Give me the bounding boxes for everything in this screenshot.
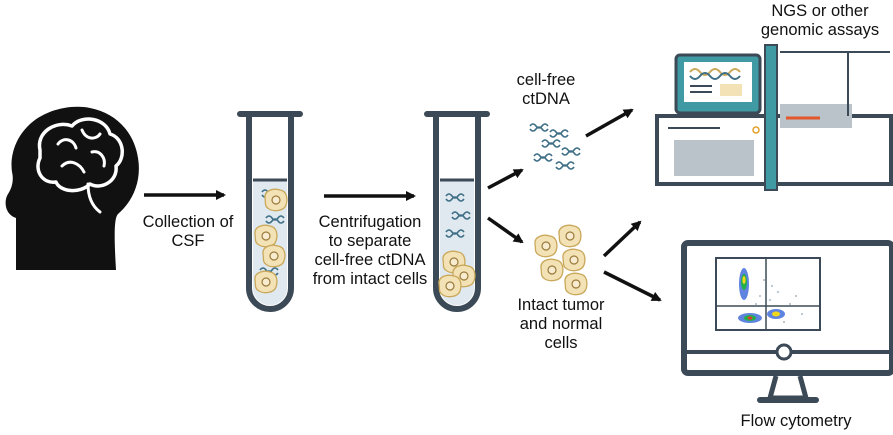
dna-fragment-icon bbox=[529, 123, 581, 170]
label-flow: Flow cytometry bbox=[726, 412, 866, 431]
label-line: from intact cells bbox=[312, 270, 428, 288]
label-intact: Intact tumor and normal cells bbox=[506, 296, 616, 353]
cell-icon bbox=[534, 224, 588, 296]
arrow-to-cellfree bbox=[487, 168, 524, 190]
flow-plot-dots bbox=[738, 268, 803, 323]
arrow-icon bbox=[144, 108, 662, 302]
label-line: CSF bbox=[171, 232, 205, 250]
label-line: NGS or other bbox=[771, 2, 869, 20]
label-line: cell-free bbox=[516, 71, 576, 89]
label-line: cells bbox=[544, 334, 578, 352]
arrow-to-ngs bbox=[585, 108, 634, 138]
test-tube-icon bbox=[237, 111, 303, 312]
head-brain-icon bbox=[5, 106, 139, 270]
label-line: Centrifugation bbox=[318, 213, 422, 231]
label-centrifugation: Centrifugation to separate cell-free ctD… bbox=[304, 213, 436, 289]
label-line: ctDNA bbox=[522, 90, 570, 108]
label-ngs: NGS or other genomic assays bbox=[752, 2, 888, 40]
arrow-to-intact bbox=[486, 216, 524, 244]
label-cellfree: cell-free ctDNA bbox=[508, 71, 584, 109]
label-collection: Collection of CSF bbox=[128, 213, 248, 251]
label-line: cell-free ctDNA bbox=[314, 251, 426, 269]
sequencer-machine-icon bbox=[655, 44, 893, 191]
test-tube-icon bbox=[424, 111, 490, 312]
label-line: and normal bbox=[519, 315, 603, 333]
arrow-cells-to-ngs bbox=[602, 220, 642, 258]
arrow-to-flow bbox=[603, 270, 662, 302]
label-line: Flow cytometry bbox=[740, 412, 852, 430]
label-line: to separate bbox=[328, 232, 412, 250]
label-line: Intact tumor bbox=[517, 296, 605, 314]
label-line: Collection of bbox=[142, 213, 234, 231]
label-line: genomic assays bbox=[760, 21, 880, 39]
monitor-icon bbox=[681, 240, 893, 403]
